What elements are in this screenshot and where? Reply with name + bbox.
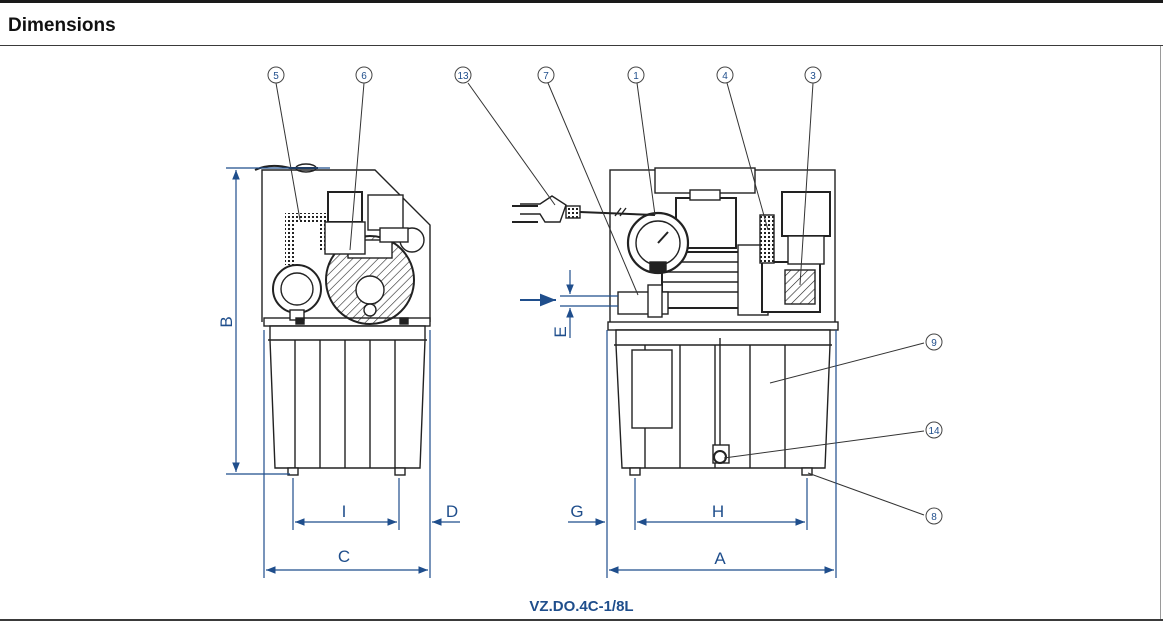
svg-text:7: 7	[543, 71, 549, 82]
drain-plug	[713, 450, 727, 464]
right-border	[1160, 46, 1161, 620]
side-view	[254, 163, 431, 476]
top-rule	[0, 0, 1163, 3]
callout-4: 4	[716, 66, 734, 84]
front-tank-plate	[607, 321, 839, 331]
dim-label-i: I	[342, 502, 347, 521]
dim-label-b: B	[217, 316, 236, 327]
dim-label-h: H	[712, 502, 724, 521]
callout-13: 13	[454, 66, 472, 84]
dim-label-e: E	[551, 326, 570, 337]
callout-3: 3	[804, 66, 822, 84]
callout-leaders	[275, 82, 925, 516]
svg-text:9: 9	[931, 338, 937, 349]
side-foot-right	[394, 467, 406, 476]
dim-label-a: A	[714, 549, 726, 568]
callout-9: 9	[925, 333, 943, 351]
callout-6: 6	[355, 66, 373, 84]
dimension-letters: B C I D A H G E	[217, 316, 726, 568]
side-motor-cap	[327, 191, 363, 223]
dimension-lines	[226, 167, 837, 578]
callout-7: 7	[537, 66, 555, 84]
callout-markers: 5 6 13 7 1 4 3 9 14 8	[267, 66, 943, 525]
callout-8: 8	[925, 507, 943, 525]
side-tank	[269, 325, 426, 469]
svg-text:13: 13	[457, 71, 469, 82]
svg-text:5: 5	[273, 71, 279, 82]
front-view	[512, 167, 839, 476]
side-foot-left	[287, 467, 299, 476]
front-foot-left	[629, 467, 641, 476]
bottom-rule	[0, 619, 1163, 621]
svg-text:8: 8	[931, 512, 937, 523]
callout-5: 5	[267, 66, 285, 84]
svg-text:1: 1	[633, 71, 639, 82]
model-caption: VZ.DO.4C-1/8L	[529, 598, 634, 615]
callout-1: 1	[627, 66, 645, 84]
header-divider	[0, 45, 1163, 46]
svg-text:4: 4	[722, 71, 728, 82]
side-valve	[367, 194, 404, 231]
svg-text:14: 14	[928, 426, 940, 437]
dim-label-d: D	[446, 502, 458, 521]
svg-text:6: 6	[361, 71, 367, 82]
front-hose	[759, 214, 775, 264]
dim-label-c: C	[338, 547, 350, 566]
dim-label-g: G	[570, 502, 583, 521]
svg-text:3: 3	[810, 71, 816, 82]
callout-14: 14	[925, 421, 943, 439]
front-motor-cap	[781, 191, 831, 237]
power-plug	[520, 195, 567, 223]
section-title: Dimensions	[8, 15, 116, 36]
front-foot-right	[801, 467, 813, 476]
